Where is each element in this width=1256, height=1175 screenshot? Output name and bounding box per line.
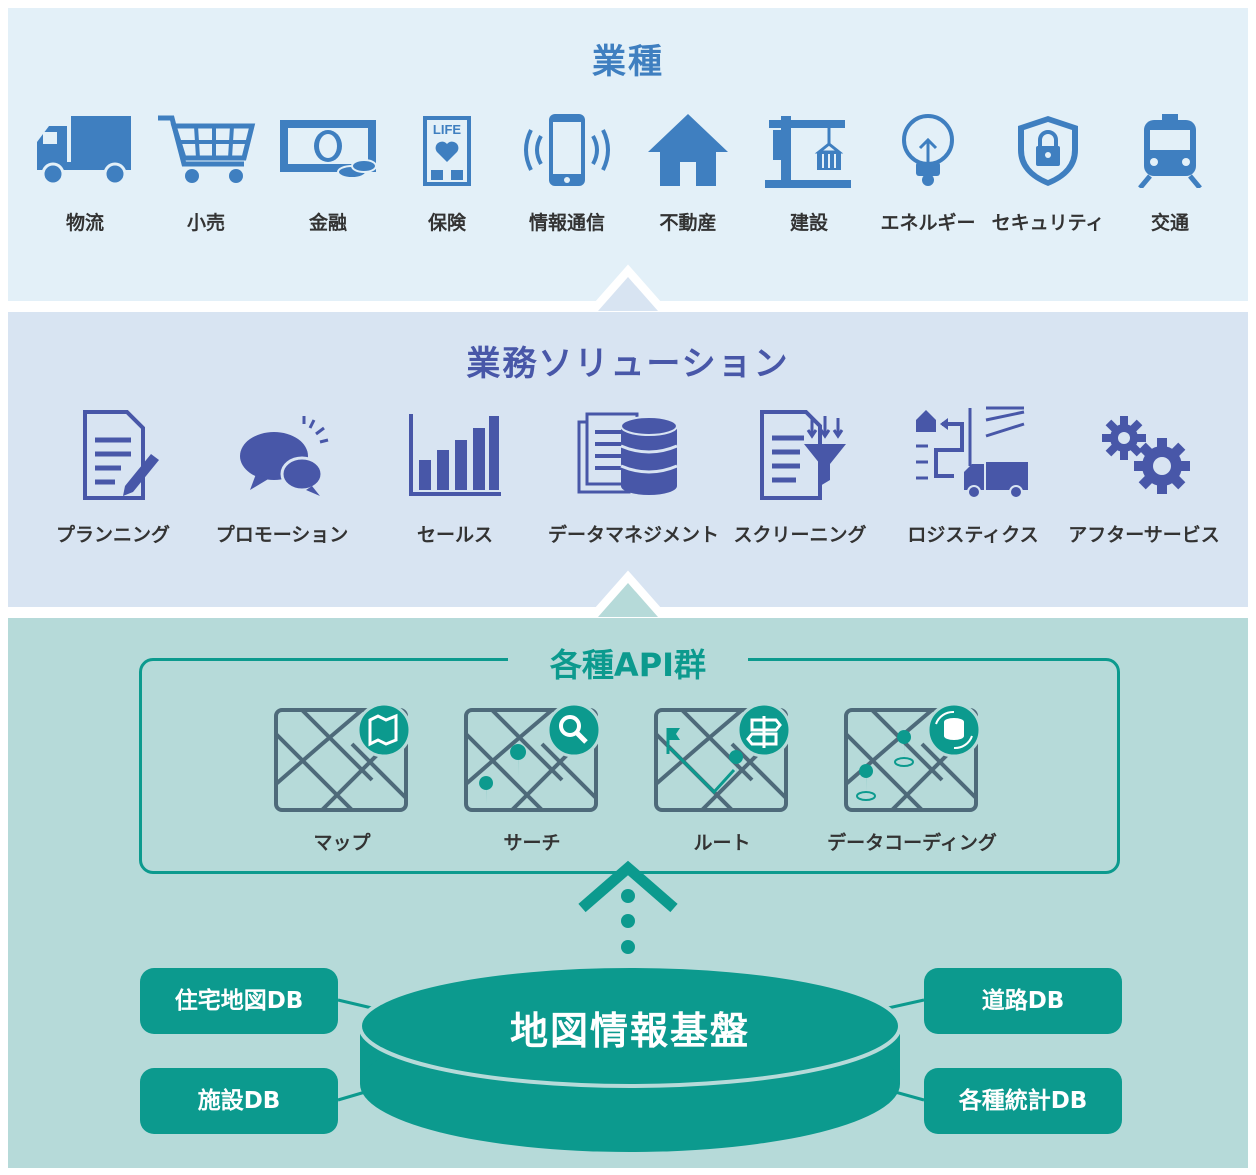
- house-icon: [648, 114, 728, 186]
- connector-dot: [621, 889, 635, 903]
- industry-label: 保険: [427, 212, 466, 234]
- solution-title: 業務ソリューション: [466, 344, 790, 384]
- solution-item-promotion: プロモーション: [207, 410, 357, 547]
- platform-disc: [358, 964, 902, 1152]
- solution-label: データマネジメント: [548, 524, 720, 546]
- industry-label: 金融: [308, 212, 347, 234]
- api-title: 各種API群: [508, 640, 748, 684]
- industry-label: エネルギー: [880, 212, 976, 234]
- db-connector-line: [887, 998, 925, 1010]
- industry-label: セキュリティ: [991, 212, 1105, 234]
- api-label: サーチ: [503, 832, 561, 854]
- industry-item-insurance: LIFE 保険: [377, 112, 517, 235]
- logistics-route-icon: [916, 406, 1028, 499]
- db-facility: 施設DB: [140, 1068, 338, 1134]
- database-icon: [577, 412, 678, 495]
- speech-bubbles-icon: [240, 416, 329, 496]
- solution-label: プロモーション: [215, 524, 349, 546]
- db-housing: 住宅地図DB: [140, 968, 338, 1034]
- money-icon: [280, 120, 377, 179]
- shield-lock-icon: [1018, 116, 1078, 186]
- industry-label: 建設: [789, 212, 828, 234]
- gears-icon: [1102, 416, 1190, 494]
- industry-item-realestate: 不動産: [618, 112, 758, 235]
- industry-item-transport: 交通: [1100, 112, 1240, 235]
- svg-text:LIFE: LIFE: [433, 122, 461, 137]
- life-insurance-icon: LIFE: [423, 116, 471, 186]
- solution-item-sales: セールス: [380, 410, 530, 547]
- api-label: データコーディング: [827, 832, 997, 854]
- db-statistics: 各種統計DB: [924, 1068, 1122, 1134]
- industry-item-finance: 金融: [258, 112, 398, 235]
- industry-item-construction: 建設: [739, 112, 879, 235]
- industry-label: 交通: [1150, 212, 1189, 234]
- industry-label: 不動産: [659, 212, 717, 234]
- api-item-route: ルート: [642, 704, 802, 855]
- shopping-cart-icon: [158, 115, 256, 183]
- bar-chart-icon: [409, 414, 501, 496]
- industry-label: 物流: [65, 212, 104, 234]
- signpost-icon: [654, 704, 792, 812]
- lightbulb-icon: [902, 114, 954, 186]
- api-item-map: マップ: [262, 704, 422, 855]
- solution-label: スクリーニング: [733, 524, 867, 546]
- truck-icon: [37, 116, 131, 186]
- solution-item-datamanagement: データマネジメント: [548, 410, 720, 547]
- industry-label: 情報通信: [528, 212, 605, 234]
- map-icon: [274, 704, 412, 812]
- solution-label: アフターサービス: [1068, 524, 1220, 546]
- up-arrow-icon: [578, 860, 678, 913]
- db-connector-line: [337, 998, 373, 1010]
- api-item-geocoding: データコーディング: [822, 704, 1002, 855]
- solution-item-logistics: ロジスティクス: [898, 406, 1048, 547]
- document-filter-icon: [760, 410, 846, 500]
- train-icon: [1138, 114, 1202, 188]
- api-label: ルート: [693, 832, 751, 854]
- solution-label: ロジスティクス: [907, 524, 1039, 546]
- search-icon: [464, 704, 602, 812]
- industry-item-logistics: 物流: [15, 112, 155, 235]
- api-item-search: サーチ: [452, 704, 612, 855]
- connector-dot: [621, 940, 635, 954]
- solution-item-screening: スクリーニング: [725, 410, 875, 547]
- industry-title: 業種: [592, 42, 664, 82]
- industry-item-security: セキュリティ: [978, 112, 1118, 235]
- industry-item-ict: 情報通信: [497, 112, 637, 235]
- connector-dot: [621, 914, 635, 928]
- industry-label: 小売: [186, 212, 225, 234]
- platform-core-label: 地図情報基盤: [509, 1009, 750, 1053]
- db-road: 道路DB: [924, 968, 1122, 1034]
- solution-item-planning: プランニング: [38, 410, 188, 547]
- crane-icon: [765, 116, 851, 188]
- solution-label: プランニング: [55, 524, 170, 546]
- api-label: マップ: [313, 832, 371, 854]
- industry-item-energy: エネルギー: [858, 112, 998, 235]
- geocoding-icon: [844, 704, 982, 812]
- document-pen-icon: [83, 410, 159, 500]
- solution-item-afterservice: アフターサービス: [1068, 410, 1220, 547]
- smartphone-icon: [524, 114, 610, 186]
- solution-label: セールス: [416, 524, 493, 546]
- industry-item-retail: 小売: [136, 112, 276, 235]
